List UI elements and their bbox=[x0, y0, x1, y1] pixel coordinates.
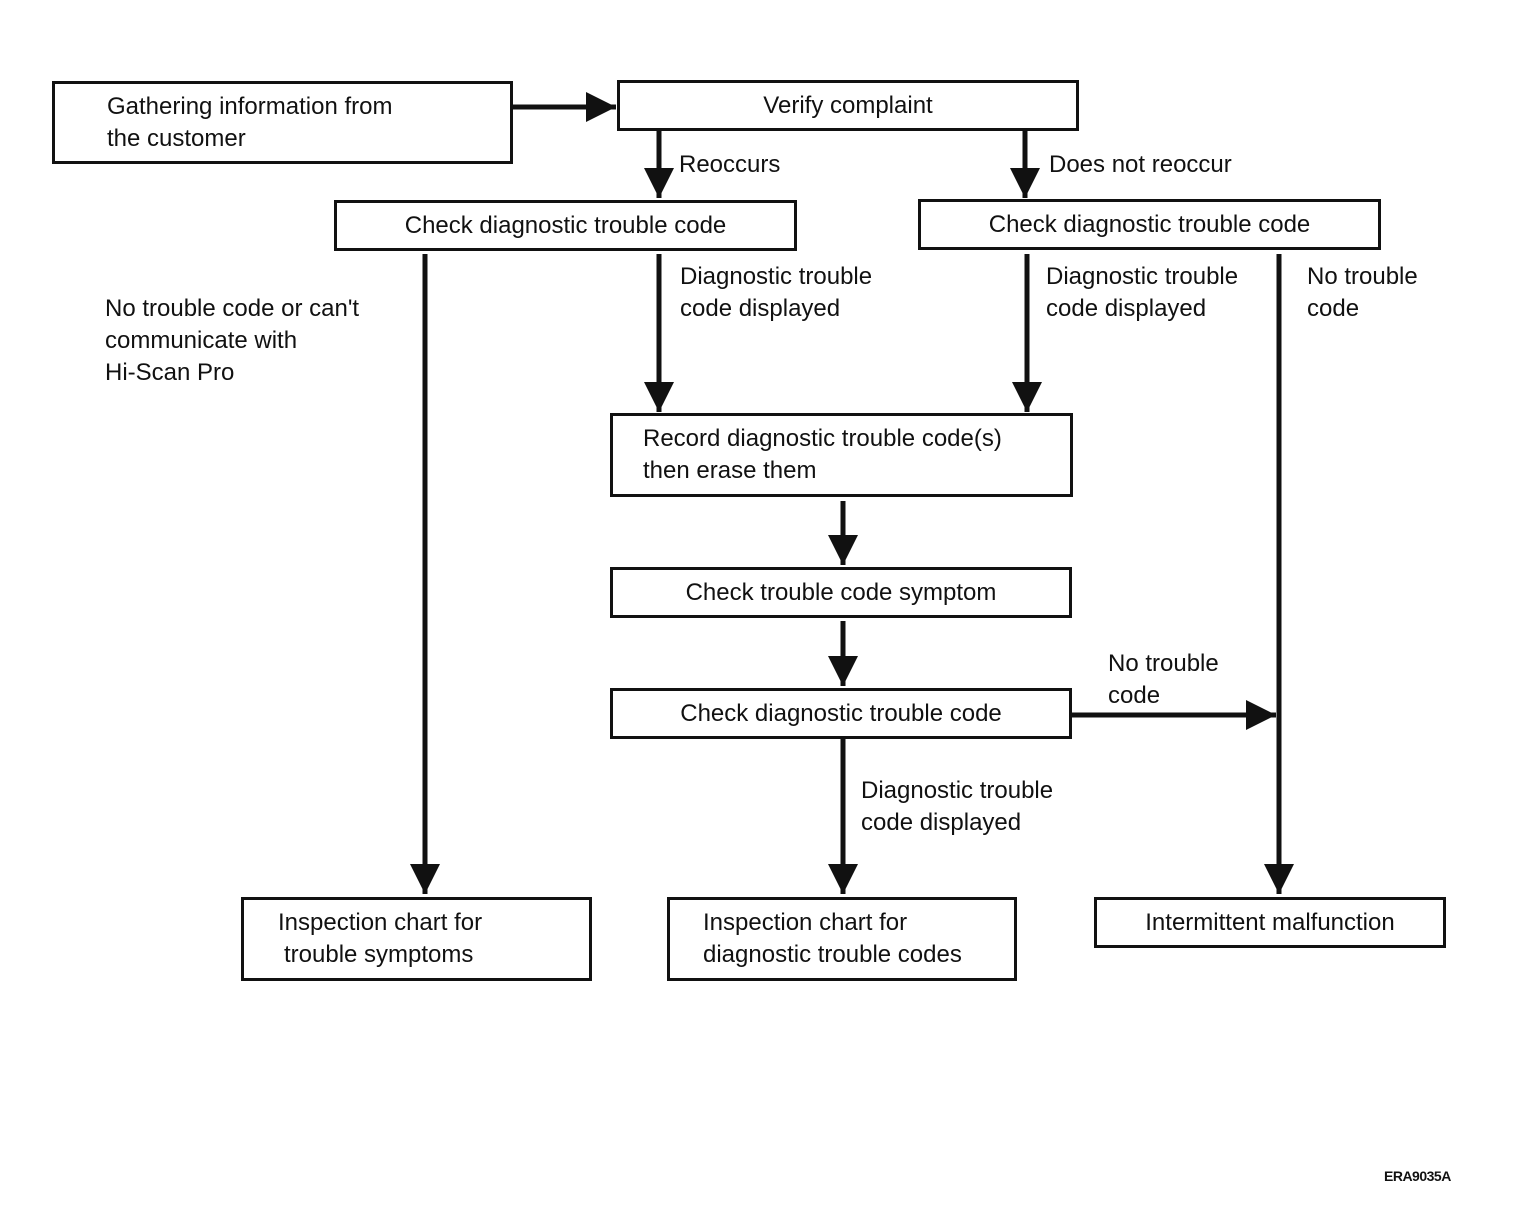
label-no-code-right-2: code bbox=[1307, 295, 1360, 322]
figure-code: ERA9035A bbox=[1384, 1168, 1451, 1184]
record-dtc-line-1: Record diagnostic trouble code(s) bbox=[643, 425, 1002, 452]
gather-info-line-1: Gathering information from bbox=[107, 92, 393, 120]
label-no-code-bottom-1: No trouble bbox=[1108, 650, 1219, 677]
check-dtc-box-bottom: Check diagnostic trouble code bbox=[610, 688, 1072, 739]
label-dtc-displayed-left-2: code displayed bbox=[680, 295, 841, 322]
symptom-chart-box: Inspection chart for trouble symptoms bbox=[241, 897, 592, 981]
label-no-code-line-2: communicate with bbox=[105, 327, 298, 354]
label-no-code-bottom-2: code bbox=[1108, 682, 1161, 709]
check-dtc-left-text: Check diagnostic trouble code bbox=[404, 211, 727, 239]
label-does-not-reoccur: Does not reoccur bbox=[1049, 151, 1232, 178]
label-dtc-displayed-bottom-1: Diagnostic trouble bbox=[861, 777, 1054, 804]
check-dtc-bottom-text: Check diagnostic trouble code bbox=[680, 699, 1002, 727]
check-dtc-box-right: Check diagnostic trouble code bbox=[918, 199, 1381, 250]
check-dtc-right-text: Check diagnostic trouble code bbox=[988, 210, 1311, 238]
check-symptom-text: Check trouble code symptom bbox=[685, 578, 997, 606]
label-dtc-displayed-left-1: Diagnostic trouble bbox=[680, 263, 873, 290]
gather-info-box: Gathering information from the customer bbox=[52, 81, 513, 164]
label-no-code-line-3: Hi-Scan Pro bbox=[105, 359, 235, 386]
label-dtc-displayed-right-2: code displayed bbox=[1046, 295, 1207, 322]
label-no-code-cant-communicate: No trouble code or can't communicate wit… bbox=[105, 293, 359, 389]
label-dtc-displayed-right-1: Diagnostic trouble bbox=[1046, 263, 1239, 290]
label-no-code-right: No trouble code bbox=[1307, 261, 1418, 325]
symptom-chart-line-1: Inspection chart for bbox=[278, 909, 483, 936]
label-dtc-displayed-left: Diagnostic trouble code displayed bbox=[680, 261, 872, 325]
label-no-code-bottom: No trouble code bbox=[1108, 648, 1219, 712]
check-dtc-box-left: Check diagnostic trouble code bbox=[334, 200, 797, 251]
verify-complaint-text: Verify complaint bbox=[763, 91, 933, 119]
label-no-code-right-1: No trouble bbox=[1307, 263, 1418, 290]
dtc-chart-box: Inspection chart for diagnostic trouble … bbox=[667, 897, 1017, 981]
verify-complaint-box: Verify complaint bbox=[617, 80, 1079, 131]
record-dtc-line-2: then erase them bbox=[643, 457, 817, 484]
dtc-chart-line-1: Inspection chart for bbox=[703, 909, 908, 936]
check-symptom-box: Check trouble code symptom bbox=[610, 567, 1072, 618]
label-dtc-displayed-right: Diagnostic trouble code displayed bbox=[1046, 261, 1238, 325]
label-dtc-displayed-bottom-2: code displayed bbox=[861, 809, 1022, 836]
symptom-chart-line-2: trouble symptoms bbox=[284, 941, 474, 968]
dtc-chart-line-2: diagnostic trouble codes bbox=[703, 941, 962, 968]
record-dtc-box: Record diagnostic trouble code(s) then e… bbox=[610, 413, 1073, 497]
label-dtc-displayed-bottom: Diagnostic trouble code displayed bbox=[861, 775, 1053, 839]
label-no-code-line-1: No trouble code or can't bbox=[105, 295, 360, 322]
label-reoccurs: Reoccurs bbox=[679, 151, 781, 178]
intermittent-text: Intermittent malfunction bbox=[1145, 908, 1395, 936]
gather-info-line-2: the customer bbox=[107, 124, 246, 152]
intermittent-box: Intermittent malfunction bbox=[1094, 897, 1446, 948]
